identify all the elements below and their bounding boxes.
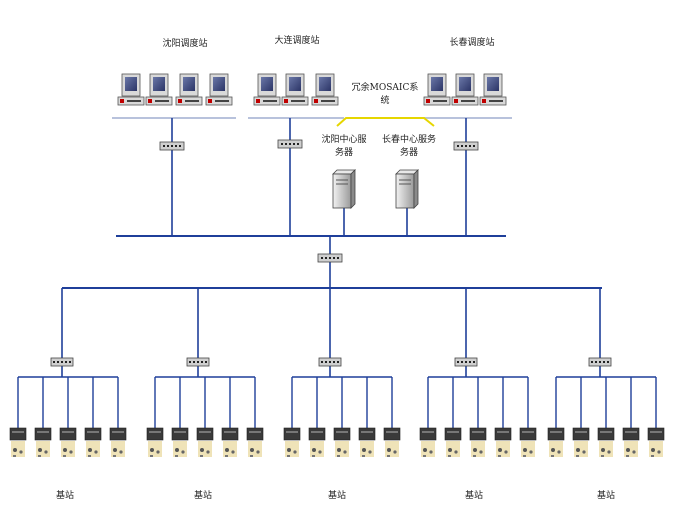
base-station-device-icon <box>283 427 301 457</box>
base-station-device-icon <box>34 427 52 457</box>
base-station-device-icon <box>597 427 615 457</box>
changchun-server-label-line1: 长春中心服务 <box>382 133 436 145</box>
base-station-device-icon <box>494 427 512 457</box>
changchun-server-label-line2: 务器 <box>400 146 418 158</box>
changchun-hub-icon <box>453 141 479 151</box>
station-title-dalian: 大连调度站 <box>274 34 319 46</box>
dalian-workstation <box>281 73 309 106</box>
changchun-workstation <box>479 73 507 106</box>
station-title-shenyang: 沈阳调度站 <box>162 37 207 49</box>
shenyang-server-label-line2: 务器 <box>335 146 353 158</box>
station-title-changchun: 长春调度站 <box>449 36 494 48</box>
base-station-groups <box>9 288 665 457</box>
base-station-device-icon <box>221 427 239 457</box>
group-switch-icon <box>186 357 210 367</box>
group-switch-icon <box>50 357 74 367</box>
base-station-label: 基站 <box>597 489 615 501</box>
base-station-device-icon <box>146 427 164 457</box>
core-switch-icon <box>317 253 343 263</box>
group-switch-icon <box>318 357 342 367</box>
dalian-workstation <box>253 73 281 106</box>
base-station-device-icon <box>519 427 537 457</box>
base-station-label: 基站 <box>328 489 346 501</box>
base-station-group <box>146 288 264 457</box>
shenyang-server-icon <box>332 169 356 209</box>
base-station-device-icon <box>59 427 77 457</box>
shenyang-server-label-line1: 沈阳中心服 <box>321 133 366 145</box>
group-switch-icon <box>588 357 612 367</box>
base-station-device-icon <box>383 427 401 457</box>
base-station-device-icon <box>358 427 376 457</box>
changchun-workstation <box>451 73 479 106</box>
shenyang-hub-icon <box>159 141 185 151</box>
base-station-device-icon <box>84 427 102 457</box>
base-station-device-icon <box>547 427 565 457</box>
base-station-device-icon <box>444 427 462 457</box>
base-station-device-icon <box>647 427 665 457</box>
shenyang-workstation <box>205 73 233 106</box>
changchun-workstation <box>423 73 451 106</box>
base-station-group <box>547 288 665 457</box>
base-station-device-icon <box>196 427 214 457</box>
base-station-device-icon <box>9 427 27 457</box>
base-station-group <box>419 288 537 457</box>
redundancy-link-line <box>336 117 435 127</box>
shenyang-workstation <box>145 73 173 106</box>
shenyang-workstation <box>175 73 203 106</box>
dalian-workstation <box>311 73 339 106</box>
base-station-device-icon <box>308 427 326 457</box>
redundancy-label-line1: 冗余MOSAIC系 <box>352 81 419 93</box>
redundancy-label-line2: 统 <box>380 94 389 106</box>
base-station-device-icon <box>572 427 590 457</box>
base-station-device-icon <box>469 427 487 457</box>
base-station-device-icon <box>333 427 351 457</box>
base-station-device-icon <box>109 427 127 457</box>
changchun-server-icon <box>395 169 419 209</box>
base-station-label: 基站 <box>194 489 212 501</box>
base-station-device-icon <box>622 427 640 457</box>
base-station-device-icon <box>171 427 189 457</box>
base-station-device-icon <box>419 427 437 457</box>
base-station-group <box>283 288 401 457</box>
base-station-group <box>9 288 127 457</box>
shenyang-workstation <box>117 73 145 106</box>
base-station-label: 基站 <box>465 489 483 501</box>
base-station-label: 基站 <box>56 489 74 501</box>
base-station-device-icon <box>246 427 264 457</box>
group-switch-icon <box>454 357 478 367</box>
dalian-hub-icon <box>277 139 303 149</box>
